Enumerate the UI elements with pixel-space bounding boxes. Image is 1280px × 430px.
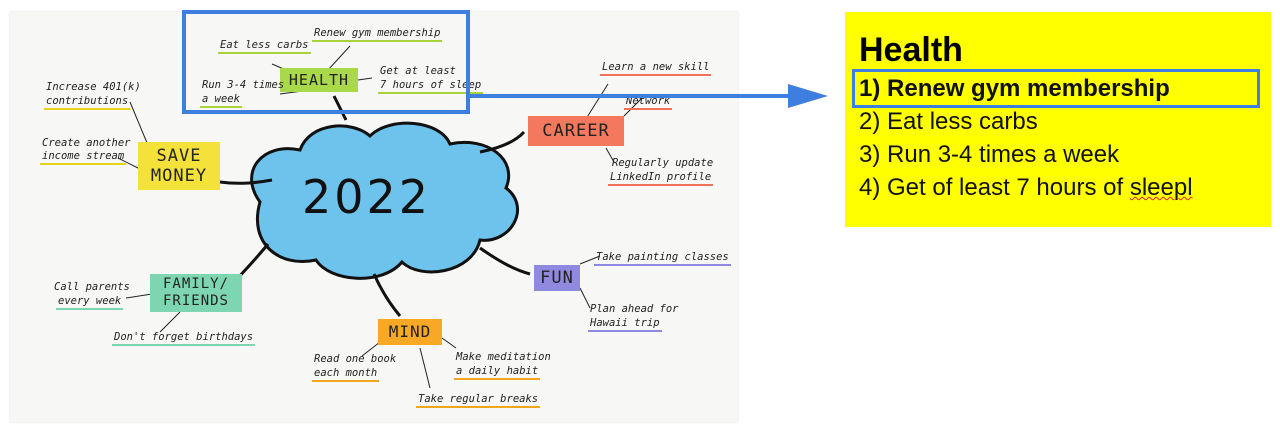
- mind-node: MIND: [378, 319, 442, 345]
- career-item-skill: Learn a new skill: [600, 60, 712, 76]
- career-item-linkedin-1: Regularly update: [612, 157, 714, 169]
- save-money-node: SAVE MONEY: [138, 142, 220, 190]
- health-node: HEALTH: [280, 68, 358, 92]
- career-item-linkedin-2: LinkedIn profile: [608, 170, 714, 186]
- connector-arrow: [468, 84, 828, 108]
- fun-node: FUN: [534, 265, 580, 291]
- health-item-carbs: Eat less carbs: [218, 38, 311, 54]
- health-focus-highlight: [182, 10, 470, 114]
- health-item-run-2: a week: [200, 92, 242, 108]
- health-item-gym: Renew gym membership: [312, 26, 443, 42]
- mind-item-book-1: Read one book: [314, 353, 397, 365]
- health-item-run-1: Run 3-4 times: [202, 79, 285, 91]
- panel-item-4-misspelled: sleepl: [1129, 174, 1193, 201]
- family-item-call-1: Call parents: [54, 281, 130, 293]
- fun-item-hawaii-1: Plan ahead for: [590, 303, 679, 315]
- family-item-birthdays: Don't forget birthdays: [112, 330, 256, 346]
- mind-item-book-2: each month: [312, 366, 380, 382]
- mind-item-meditation-1: Make meditation: [456, 351, 551, 363]
- money-item-income-1: Create another: [42, 137, 131, 149]
- family-line1: FAMILY/: [162, 276, 229, 292]
- center-year: 2022: [302, 170, 432, 224]
- career-node: CAREER: [528, 116, 624, 146]
- mind-item-meditation-2: a daily habit: [454, 364, 541, 380]
- panel-item-1: 1) Renew gym membership: [852, 69, 1260, 108]
- panel-item-3: 3) Run 3-4 times a week: [859, 141, 1120, 168]
- health-item-sleep-2: 7 hours of sleep: [378, 78, 484, 94]
- health-summary-panel: Health 1) Renew gym membership 2) Eat le…: [845, 12, 1271, 227]
- mind-item-breaks: Take regular breaks: [416, 392, 541, 408]
- family-friends-node: FAMILY/ FRIENDS: [150, 274, 242, 312]
- health-item-sleep-1: Get at least: [380, 65, 456, 77]
- money-item-401k-1: Increase 401(k): [46, 81, 141, 93]
- money-item-401k-2: contributions: [44, 94, 131, 110]
- family-item-call-2: every week: [56, 294, 124, 310]
- mind-map-lines: [117, 45, 643, 389]
- family-line2: FRIENDS: [162, 293, 229, 309]
- panel-item-4-text: 4) Get of least 7 hours of: [859, 174, 1130, 201]
- mind-map-image: 2022 HEALTH Eat less carbs Renew gym mem…: [10, 12, 738, 422]
- fun-item-painting: Take painting classes: [594, 250, 731, 266]
- money-item-income-2: income stream: [40, 149, 127, 165]
- fun-item-hawaii-2: Hawaii trip: [588, 316, 662, 332]
- save-money-line2: MONEY: [150, 166, 208, 186]
- save-money-line1: SAVE: [156, 146, 202, 166]
- panel-item-4: 4) Get of least 7 hours of sleepl: [859, 171, 1271, 204]
- cloud-shape: [250, 121, 519, 280]
- panel-item-2: 2) Eat less carbs: [859, 108, 1038, 135]
- panel-title: Health: [859, 31, 963, 69]
